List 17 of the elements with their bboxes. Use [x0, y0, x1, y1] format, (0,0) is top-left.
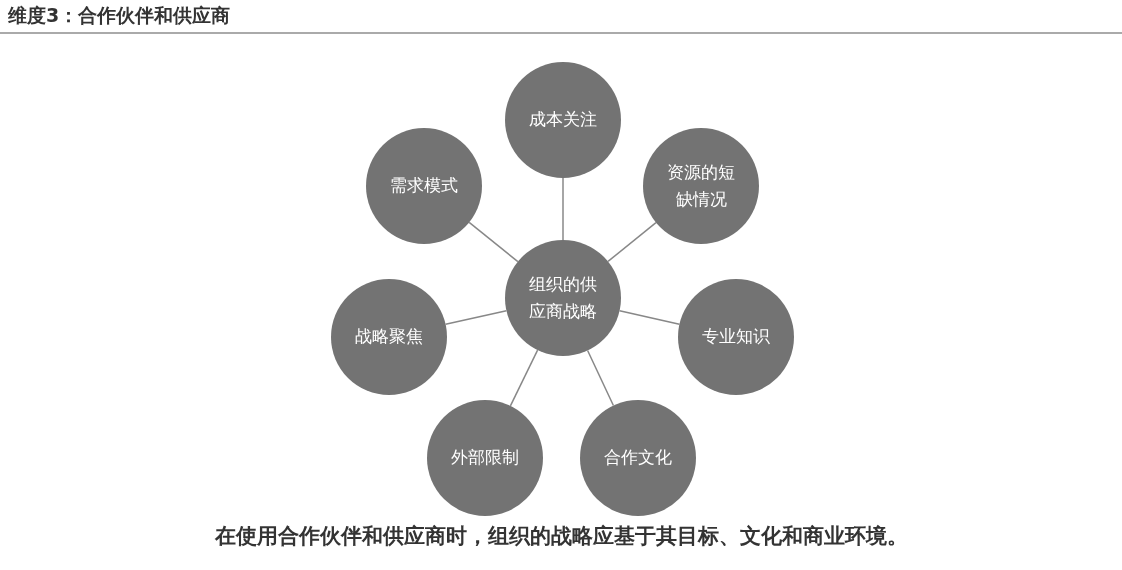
circle-label: 战略聚焦 [354, 325, 424, 349]
circle-label: 外部限制 [450, 446, 520, 470]
circle-label: 资源的短缺情况 [666, 160, 736, 211]
caption: 在使用合作伙伴和供应商时，组织的战略应基于其目标、文化和商业环境。 [213, 523, 909, 550]
circle-label: 专业知识 [701, 325, 771, 349]
connector-line [468, 221, 519, 263]
connector-line [618, 310, 681, 325]
connector-line [607, 221, 657, 263]
connector-line [586, 349, 615, 407]
title: 维度3：合作伙伴和供应商 [8, 3, 231, 28]
circle-label: 成本关注 [528, 108, 598, 132]
circle-label: 组织的供应商战略 [528, 272, 598, 323]
circle-label: 需求模式 [389, 174, 459, 198]
connector-line [562, 177, 564, 241]
connector-line [509, 349, 539, 407]
circle-label: 合作文化 [603, 446, 673, 470]
connector-line [444, 309, 508, 326]
